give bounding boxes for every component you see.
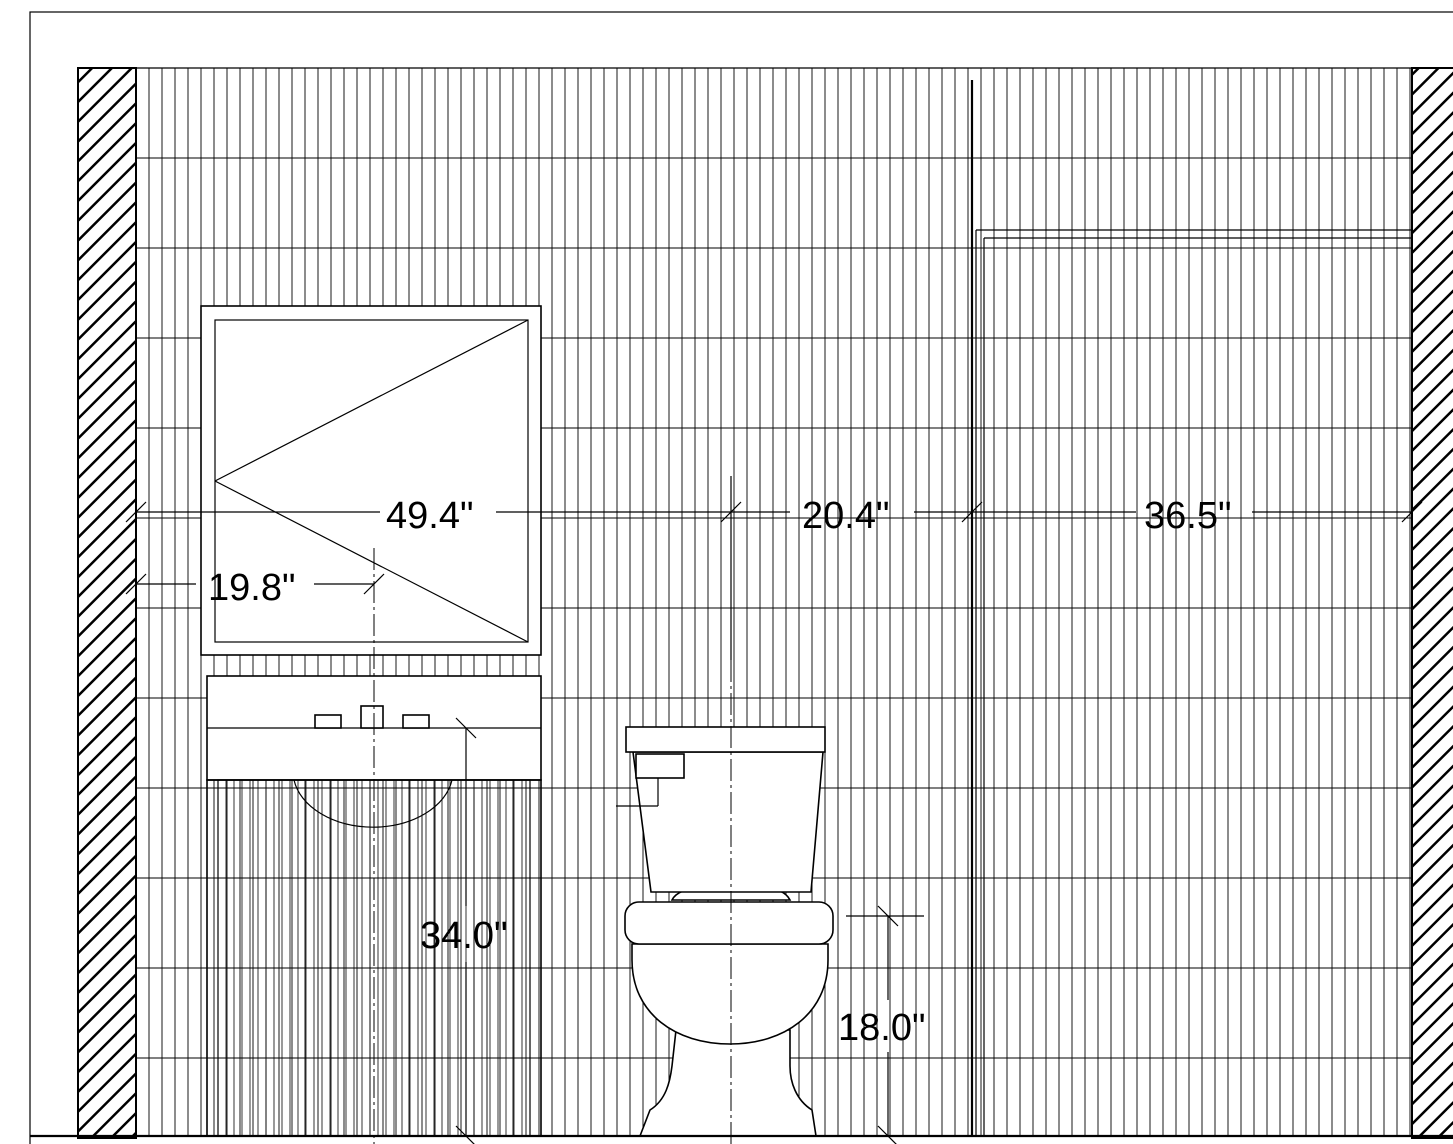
mirror-cabinet bbox=[200, 305, 542, 656]
dimension-wall-to-vanity: 19.8" bbox=[208, 567, 295, 609]
right-wall-section bbox=[1411, 67, 1453, 1139]
dimension-lines bbox=[125, 476, 1423, 1144]
dimension-toilet-to-partition: 20.4" bbox=[802, 495, 889, 537]
dimension-vanity-to-toilet: 49.4" bbox=[386, 495, 473, 537]
shower-partition bbox=[970, 80, 1412, 1136]
toilet bbox=[616, 726, 834, 1137]
left-wall-section bbox=[77, 67, 137, 1139]
dimension-vanity-height: 34.0" bbox=[420, 915, 507, 957]
dimension-seat-height: 18.0" bbox=[838, 1007, 925, 1049]
sheet-border bbox=[29, 11, 1453, 1144]
dimension-partition-to-wall: 36.5" bbox=[1144, 495, 1231, 537]
